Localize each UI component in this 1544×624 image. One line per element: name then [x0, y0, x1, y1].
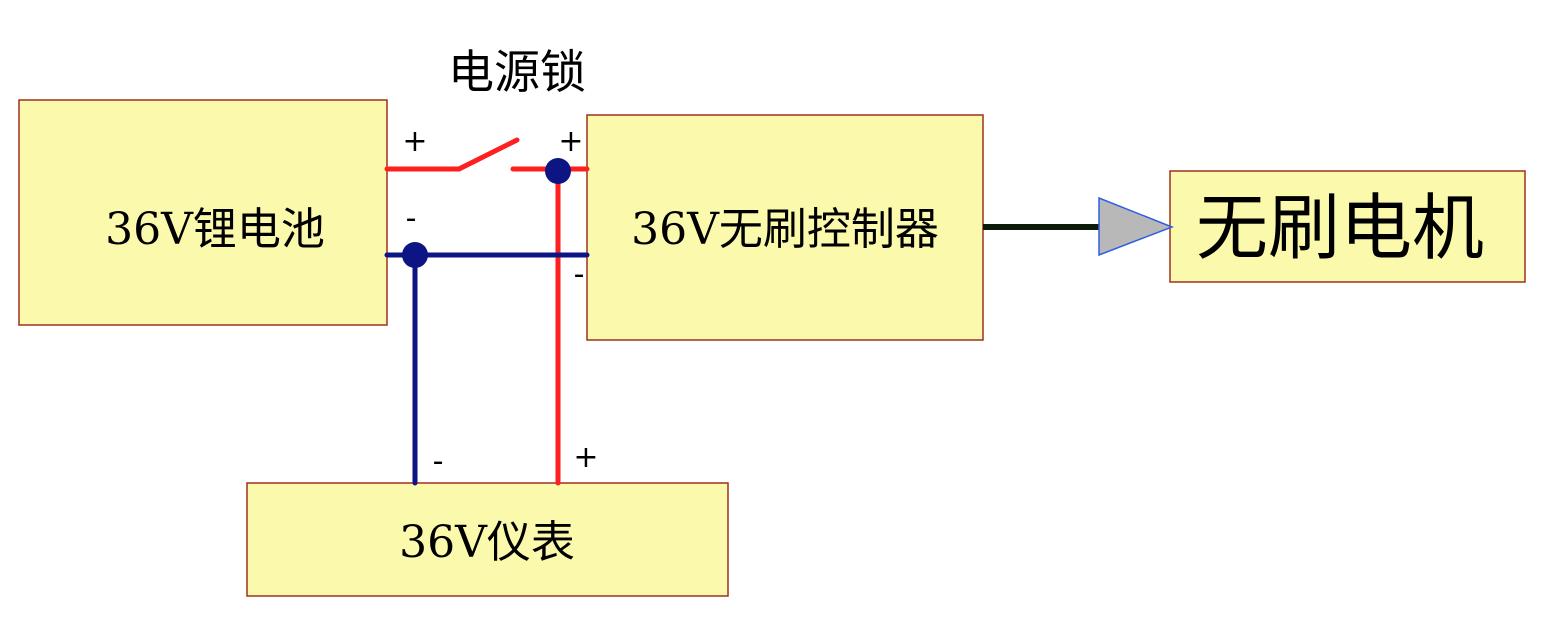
arrow-head-icon — [1098, 196, 1175, 257]
negative-junction-dot — [402, 242, 428, 268]
meter-positive-sign: + — [573, 440, 598, 475]
power-lock-label: 电源锁 — [448, 45, 586, 99]
controller-label: 36V无刷控制器 — [631, 204, 939, 255]
battery-negative-sign: - — [406, 201, 417, 236]
battery-positive-sign: + — [402, 124, 427, 159]
motor-label: 无刷电机 — [1196, 186, 1484, 270]
controller-box — [586, 114, 984, 341]
controller-negative-sign: - — [574, 257, 585, 292]
power-lock-switch-lever — [456, 137, 520, 172]
meter-negative-sign: - — [433, 444, 444, 479]
motor-box — [1169, 170, 1526, 283]
meter-box — [246, 482, 729, 597]
positive-junction-dot — [545, 158, 571, 184]
battery-box — [18, 99, 388, 326]
meter-label: 36V仪表 — [399, 517, 575, 568]
battery-label: 36V锂电池 — [105, 204, 325, 255]
controller-positive-sign: + — [558, 124, 583, 159]
